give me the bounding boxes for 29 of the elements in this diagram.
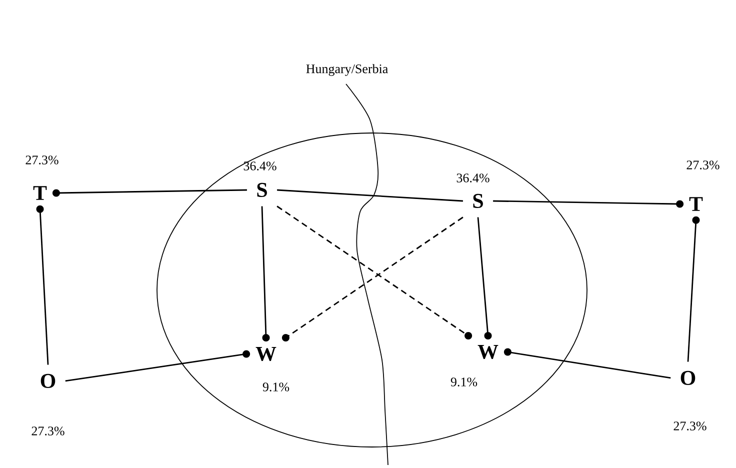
percentage-label: 27.3% [32, 426, 64, 436]
percentage-label: 36.4% [456, 174, 490, 182]
node-letter: W [256, 346, 276, 362]
connector [504, 348, 671, 379]
node-letter: T [33, 186, 47, 200]
percentage-label: 36.4% [244, 162, 276, 170]
node-letter: S [473, 194, 483, 208]
dashed-connector [276, 206, 472, 340]
dashed-connector [282, 216, 464, 342]
node-letter: T [689, 197, 703, 211]
percentage-label: 27.3% [686, 160, 720, 170]
percentage-label: 9.1% [450, 378, 478, 386]
node-letter: O [40, 374, 56, 388]
node-letter: S [257, 182, 267, 198]
connector [65, 350, 250, 382]
node-letter: W [478, 344, 498, 360]
percentage-label: 9.1% [262, 382, 290, 392]
border-label: Hungary/Serbia [306, 64, 388, 76]
percentage-label: 27.3% [674, 422, 706, 430]
percentage-label: 27.3% [26, 156, 58, 164]
connector [36, 205, 49, 365]
connector [277, 189, 463, 202]
connector [261, 206, 270, 342]
connector [493, 200, 684, 208]
connector [477, 217, 492, 340]
connector [52, 189, 247, 197]
region-ellipse [156, 132, 588, 448]
node-letter: O [680, 370, 696, 386]
connector [687, 216, 700, 362]
